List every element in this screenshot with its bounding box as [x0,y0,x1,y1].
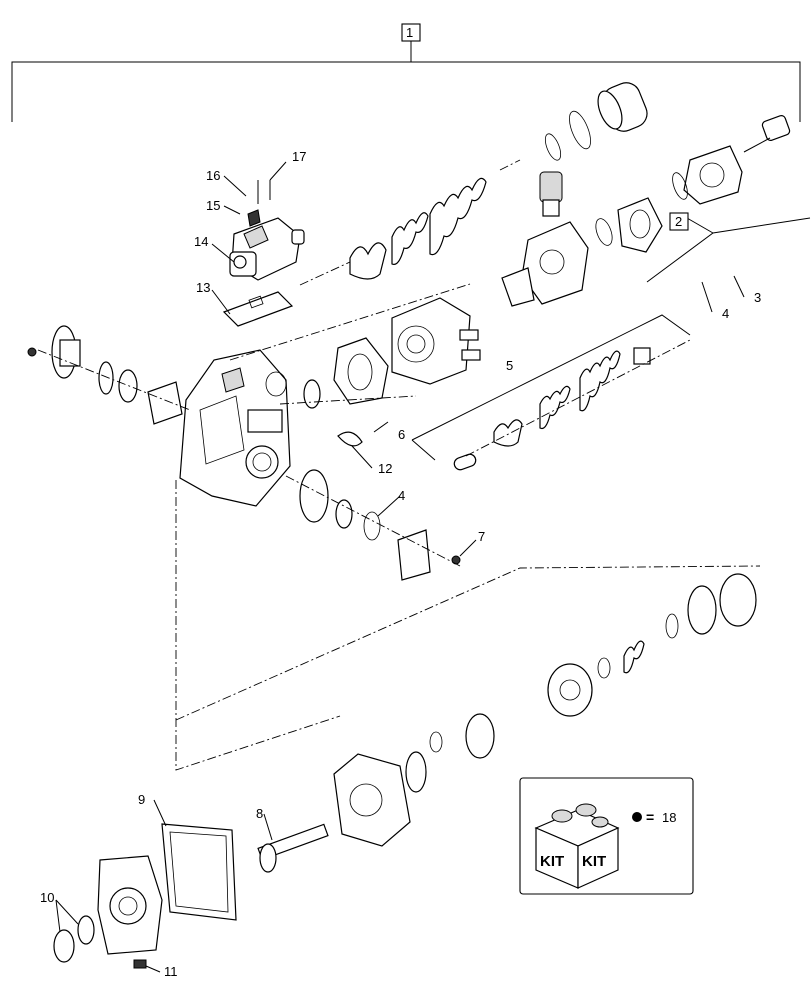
control-valve-assembly [229,180,305,281]
callout-4-lower: 4 [398,488,405,503]
valve-plug [539,171,563,217]
callout-16: 16 [206,168,220,183]
callout-9: 9 [138,792,145,807]
screw-11 [133,959,147,969]
gasket-plate-right [595,197,663,253]
callout-1: 1 [406,25,413,40]
assembly-bracket-1 [11,23,801,122]
kit-ref-number: 18 [662,810,676,825]
callout-6: 6 [398,427,405,442]
gasket-13 [222,291,294,327]
pump-housing-lower [333,751,427,847]
callout-17: 17 [292,149,306,164]
pump-block-center [391,297,481,385]
kit-box-icon [534,803,620,889]
cartridge-spool-top [544,82,648,161]
assembly-bracket-2 [646,212,811,283]
callout-11: 11 [164,964,178,979]
lower-bearings [299,469,461,581]
kit-dot-icon [632,812,642,822]
callout-15: 15 [206,198,220,213]
callout-14: 14 [194,234,208,249]
main-housing [179,349,291,507]
gasket-9 [161,823,237,921]
leader-lines [55,161,745,973]
callout-5: 5 [506,358,513,373]
port-plate-lower [665,573,757,639]
cylinder-block [547,657,611,717]
spring-group-5 [453,347,651,471]
assembly-bracket-5 [411,314,691,461]
swash-plate [429,713,495,759]
ring-12 [337,431,363,447]
callout-10: 10 [40,890,54,905]
flange-left [27,325,183,425]
spring-lower [623,640,645,674]
callout-13: 13 [196,280,210,295]
callout-2: 2 [675,214,682,229]
end-cap-assembly-top [672,115,791,205]
snap-rings-10 [53,915,95,963]
kit-label-right: KIT [582,853,606,870]
callout-3: 3 [754,290,761,305]
kit-label-left: KIT [540,853,564,870]
drive-shaft-8 [257,823,329,873]
spring-upper [349,177,487,280]
valve-body-center [501,221,589,307]
end-cover-11 [97,855,163,955]
callout-4-upper: 4 [722,306,729,321]
bearing-cover-plate [265,337,389,409]
kit-legend-box: KIT KIT = 18 [519,777,694,895]
callout-7: 7 [478,529,485,544]
kit-equals-sign: = [646,809,654,825]
callout-8: 8 [256,806,263,821]
callout-12: 12 [378,461,392,476]
